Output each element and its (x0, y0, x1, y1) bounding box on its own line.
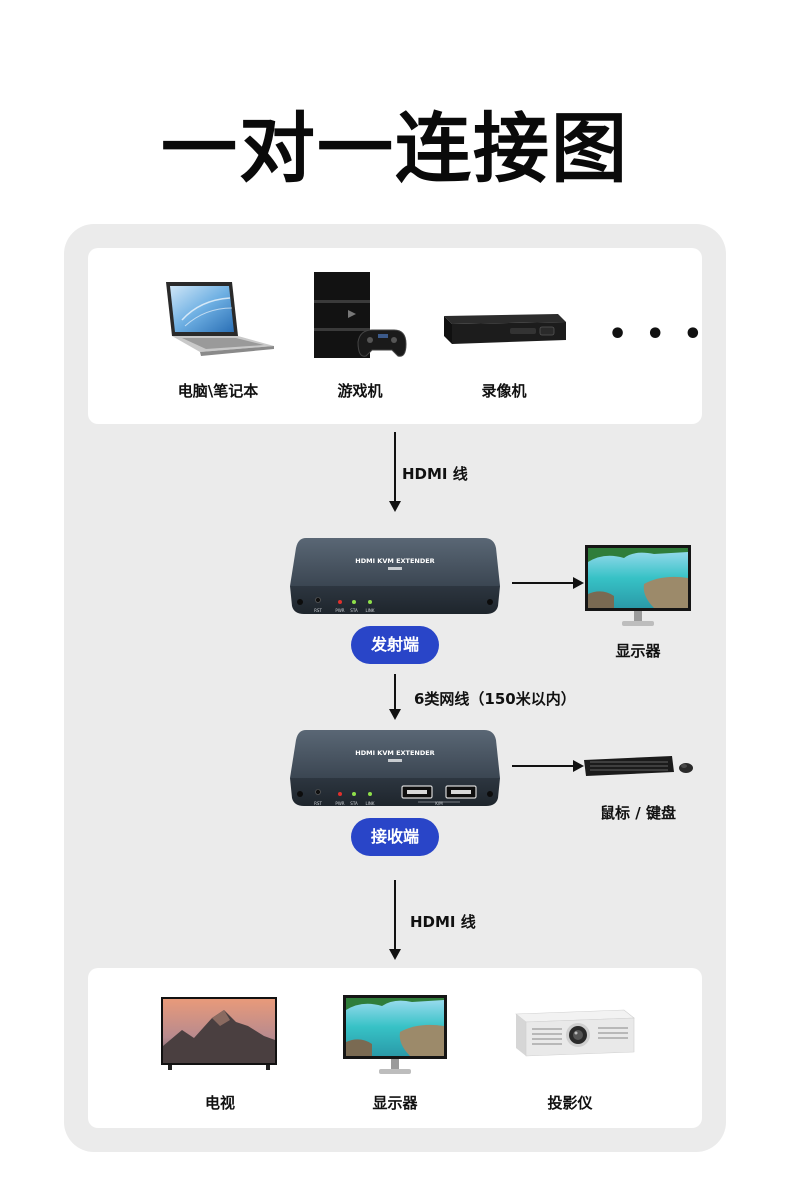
tx-port-pwr: PWR (335, 608, 344, 613)
link-label-output-cable: HDMI 线 (410, 913, 476, 931)
local-monitor-label: 显示器 (615, 642, 661, 660)
laptop-icon (166, 282, 274, 356)
arrow-transmitter-to-receiver (389, 674, 401, 720)
local-monitor-icon (585, 545, 691, 626)
game-console-icon (314, 272, 407, 358)
link-label-network-cable: 6类网线（150米以内） (414, 690, 576, 708)
more-devices-ellipsis: • • • (608, 317, 707, 352)
arrow-sources-to-transmitter (389, 432, 401, 512)
rx-port-rst: RST (314, 801, 322, 806)
video-recorder-icon (444, 314, 566, 344)
source-label-game-console: 游戏机 (337, 382, 383, 400)
peripherals-label: 鼠标 / 键盘 (600, 804, 676, 822)
receiver-badge: 接收端 (351, 818, 439, 856)
receiver-device-icon: HDMI KVM EXTENDER RST PWR STA LINK K/M (290, 730, 500, 806)
rx-usb-label: K/M (435, 801, 443, 806)
source-label-video-recorder: 录像机 (481, 382, 527, 400)
tv-icon (161, 997, 277, 1070)
source-label-laptop: 电脑\笔记本 (177, 382, 259, 400)
arrow-receiver-to-outputs (389, 880, 401, 960)
page-title: 一对一连接图 (161, 104, 629, 193)
tx-port-sta: STA (350, 608, 358, 613)
link-label-source-cable: HDMI 线 (402, 465, 468, 483)
output-label-tv: 电视 (204, 1094, 235, 1112)
keyboard-mouse-icon (584, 756, 693, 776)
tx-port-link: LINK (365, 608, 374, 613)
projector-icon (515, 1009, 635, 1057)
output-label-projector: 投影仪 (547, 1094, 593, 1112)
output-monitor-icon (343, 995, 447, 1074)
rx-port-sta: STA (350, 801, 358, 806)
arrow-transmitter-to-monitor (512, 577, 584, 589)
transmitter-device-icon: HDMI KVM EXTENDER RST PWR STA LINK (290, 538, 500, 614)
transmitter-badge: 发射端 (351, 626, 439, 664)
rx-port-link: LINK (365, 801, 374, 806)
output-label-monitor: 显示器 (372, 1094, 418, 1112)
tx-port-rst: RST (314, 608, 322, 613)
transmitter-device-text: HDMI KVM EXTENDER (355, 557, 434, 565)
receiver-device-text: HDMI KVM EXTENDER (355, 749, 434, 757)
arrow-receiver-to-peripherals (512, 760, 584, 772)
rx-port-pwr: PWR (335, 801, 344, 806)
